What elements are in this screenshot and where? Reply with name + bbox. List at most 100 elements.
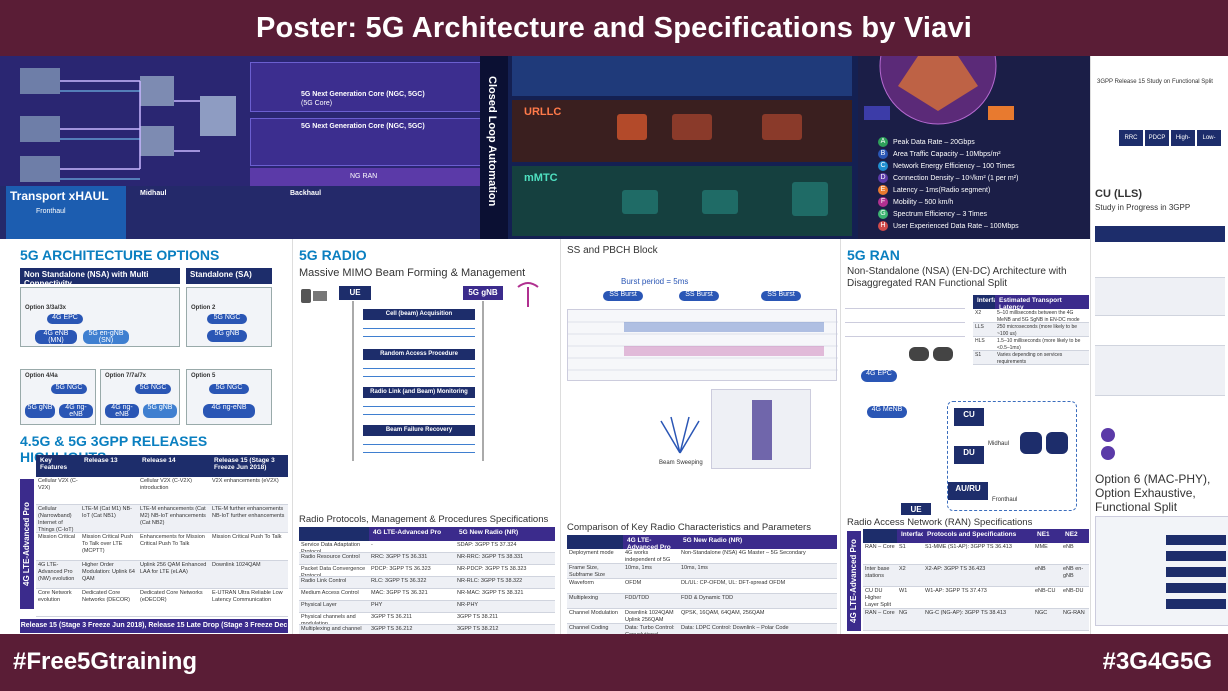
column-header: 4G LTE-Advanced Pro (369, 527, 455, 541)
table-cell: Inter base stations (865, 566, 890, 579)
ssb-diagram (711, 389, 811, 469)
burst-period-label: Burst period = 5ms (621, 277, 689, 286)
table-cell: PDCP: 3GPP TS 36.323 (371, 566, 431, 572)
fronthaul-label: Fronthaul (36, 208, 66, 215)
split-block: PDCP (1145, 130, 1169, 146)
table-cell: Downlink 1024QAM (212, 562, 261, 568)
kpi-letter-icon: E (878, 185, 888, 195)
table-cell: 10ms, 1ms (681, 565, 708, 571)
du-node: DU (954, 446, 984, 464)
table-cell: Deployment mode (569, 550, 614, 556)
transport-label: Transport xHAUL (10, 189, 109, 203)
option3-label: Option 3/3a/3x (25, 305, 67, 311)
table-cell: 3GPP TS 38.212 (457, 626, 499, 632)
table-row: Service Data Adaptation Protocol-SDAP: 3… (299, 541, 555, 553)
table-cell: 3GPP TS 38.211 (457, 614, 498, 620)
au-ru-node (20, 156, 60, 182)
arch-options-title: 5G ARCHITECTURE OPTIONS (20, 247, 220, 263)
table-cell: S1-MME (S1-AP): 3GPP TS 36.413 (925, 544, 1012, 550)
radio-title: 5G RADIO (299, 247, 367, 263)
beam-sweeping-label: Beam Sweeping (659, 460, 703, 466)
table-cell: Service Data Adaptation Protocol (301, 542, 361, 552)
table-cell: MAC: 3GPP TS 36.321 (371, 590, 428, 596)
local-dc (702, 190, 738, 214)
column-header: Interface (897, 529, 928, 543)
releases-footer: Release 15 (Stage 3 Freeze Jun 2018), Re… (20, 619, 288, 633)
au-ru-node (20, 116, 60, 142)
core-title-2: 5G Next Generation Core (NGC, 5GC) (301, 123, 425, 130)
table-cell: NG-C (NG-AP): 3GPP TS 38.413 (925, 610, 1007, 616)
table-cell: LLS (975, 324, 984, 330)
du-node (140, 126, 174, 156)
kpi-letter-icon: D (878, 173, 888, 183)
table-cell: RLC: 3GPP TS 36.322 (371, 578, 427, 584)
table-cell: Frame Size, Subframe Size (569, 565, 606, 578)
functional-split-column: 3GPP Release 15 Study on Functional Spli… (1090, 56, 1228, 634)
split-table (1095, 226, 1225, 406)
mme-icon (909, 347, 929, 361)
kpi-letter-icon: F (878, 197, 888, 207)
procedure-step: Beam Failure Recovery (363, 425, 475, 436)
kpi-text: Peak Data Rate – 20Gbps (893, 138, 975, 146)
column-header: Release 15 (Stage 3 Freeze Jun 2018) (210, 455, 288, 477)
table-cell: W1-AP: 3GPP TS 37.473 (925, 588, 987, 594)
table-cell: X2 (899, 566, 906, 572)
du-node (140, 76, 174, 106)
message-arrow (363, 406, 475, 407)
table-cell: Physical Layer (301, 602, 337, 608)
message-arrow (363, 444, 475, 445)
au-ru-node (20, 68, 60, 94)
layer-bar (1166, 535, 1226, 545)
ngc-node: 5G NGC (135, 384, 171, 394)
kpi-item: A Peak Data Rate – 20Gbps (878, 136, 1019, 148)
table-cell: V2X enhancements (eV2X) (212, 478, 279, 484)
table-cell: Mission Critical (38, 534, 75, 540)
table-cell: NG (899, 610, 908, 616)
table-cell: RRC: 3GPP TS 36.331 (371, 554, 428, 560)
embb-badge (864, 106, 890, 120)
column-header (567, 535, 623, 549)
list-item (845, 309, 965, 323)
layer-bar (1166, 583, 1226, 593)
table-cell: Data: LDPC Control: Downlink – Polar Cod… (681, 625, 789, 631)
poster-image: 5G Next Generation Core (NGC, 5GC) (5G C… (0, 56, 1228, 634)
core-box-top: 5G Next Generation Core (NGC, 5GC) (5G C… (250, 62, 490, 112)
table-cell: Downlink 1024QAM Uplink 256QAM (625, 610, 674, 623)
ran-title: 5G RAN (847, 247, 900, 263)
table-cell: 5–10 milliseconds between the 4G MeNB an… (997, 310, 1080, 322)
split-block: Low-RLC (1197, 130, 1221, 157)
table-cell: S1 (975, 352, 982, 358)
nsa-header: Non Standalone (NSA) with Multi Connecti… (20, 268, 180, 288)
table-cell: LTE-M further enhancements NB-IoT furthe… (212, 506, 285, 519)
option4-box: Option 4/4a 5G NGC 5G gNB 4G ng-eNB (20, 369, 96, 425)
table-cell: eNB en-gNB (1063, 566, 1084, 579)
kpi-letter-icon: H (878, 221, 888, 231)
table-cell: MME (1035, 544, 1048, 550)
radio-subtitle: Massive MIMO Beam Forming & Management (299, 267, 526, 279)
table-cell: 3GPP TS 36.212 (371, 626, 413, 632)
ngenb-node: 4G ng-eNB (203, 404, 255, 418)
table-cell: HLS (975, 338, 985, 344)
column-header: Release 13 (80, 455, 138, 477)
kpi-letter-icon: A (878, 137, 888, 147)
table-cell: Cellular (Narrowband) Internet of Things… (38, 506, 74, 532)
option7-box: Option 7/7a/7x 5G NGC 4G ng-eNB 5G gNB (100, 369, 180, 425)
cu-node: CU (954, 408, 984, 426)
table-cell: S1 (899, 544, 906, 550)
ngc-node: 5G NGC (51, 384, 87, 394)
ran-section: 5G RAN Non-Standalone (NSA) (EN-DC) Arch… (840, 239, 1090, 634)
core-box-bottom: 5G Next Generation Core (NGC, 5GC) (250, 118, 490, 166)
